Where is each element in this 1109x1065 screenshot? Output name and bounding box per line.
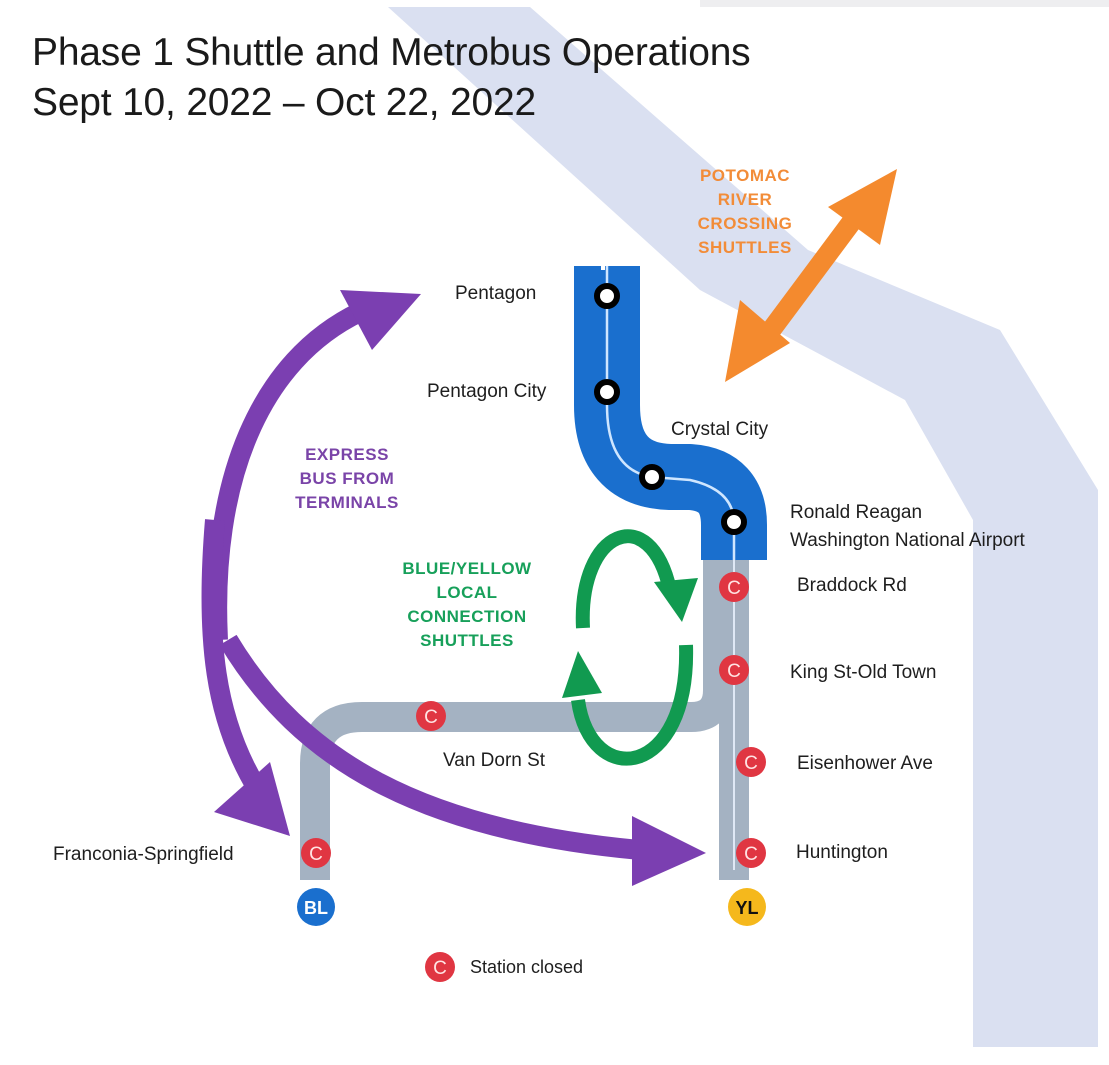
- station-reagan-airport[interactable]: [721, 509, 747, 535]
- callout-line: LOCAL: [436, 583, 498, 602]
- page-title: Phase 1 Shuttle and Metrobus Operations …: [32, 28, 751, 128]
- yellow-line-badge: YL: [728, 888, 766, 926]
- title-line-1: Phase 1 Shuttle and Metrobus Operations: [32, 31, 751, 74]
- top-strip: [700, 0, 1109, 7]
- river-shuttle-arrowhead-ne: [828, 169, 897, 245]
- open-stations: [594, 283, 747, 535]
- closed-glyph: C: [744, 753, 758, 774]
- station-braddock-rd[interactable]: C: [719, 572, 749, 602]
- closed-glyph: C: [744, 844, 758, 865]
- local-shuttle-loop: [562, 529, 698, 766]
- closed-glyph: C: [309, 844, 323, 865]
- potomac-callout: POTOMAC RIVER CROSSING SHUTTLES: [680, 164, 810, 260]
- blue-line-badge: BL: [297, 888, 335, 926]
- express-arrowhead-franconia: [214, 762, 290, 836]
- local-loop-arrowhead-down: [654, 578, 698, 622]
- station-van-dorn-st[interactable]: C: [416, 701, 446, 731]
- label-van-dorn-st: Van Dorn St: [443, 750, 546, 771]
- express-arrowhead-pentagon: [340, 290, 421, 350]
- closed-glyph: C: [424, 707, 438, 728]
- legend-closed-label: Station closed: [470, 957, 584, 977]
- callout-line: TERMINALS: [295, 493, 399, 512]
- label-franconia-springfield: Franconia-Springfield: [53, 844, 234, 865]
- callout-line: SHUTTLES: [698, 238, 792, 257]
- callout-line: SHUTTLES: [420, 631, 514, 650]
- station-eisenhower-ave[interactable]: C: [736, 747, 766, 777]
- express-arrow-to-huntington: [219, 634, 641, 860]
- river-shuttle-shaft: [751, 194, 877, 351]
- callout-line: BUS FROM: [299, 469, 395, 488]
- callout-line: RIVER: [717, 190, 773, 209]
- station-king-st[interactable]: C: [719, 655, 749, 685]
- callout-line: EXPRESS: [305, 445, 389, 464]
- label-reagan-line2: Washington National Airport: [790, 530, 1025, 551]
- closed-glyph: C: [433, 958, 447, 979]
- station-crystal-city[interactable]: [639, 464, 665, 490]
- title-line-2: Sept 10, 2022 – Oct 22, 2022: [32, 81, 536, 124]
- callout-line: CONNECTION: [407, 607, 527, 626]
- blue-line-badge-label: BL: [304, 898, 328, 918]
- label-braddock-rd: Braddock Rd: [797, 575, 907, 596]
- callout-line: POTOMAC: [699, 166, 791, 185]
- potomac-river: [388, 7, 1098, 1047]
- closed-glyph: C: [727, 661, 741, 682]
- label-pentagon-city: Pentagon City: [427, 381, 547, 402]
- label-king-st: King St-Old Town: [790, 662, 937, 683]
- station-pentagon[interactable]: [594, 283, 620, 309]
- label-crystal-city: Crystal City: [671, 419, 769, 440]
- local-shuttle-callout: BLUE/YELLOW LOCAL CONNECTION SHUTTLES: [372, 557, 562, 653]
- callout-line: CROSSING: [697, 214, 793, 233]
- closed-glyph: C: [727, 578, 741, 599]
- river-shuttle-arrowhead-sw: [725, 300, 790, 382]
- express-arrow-to-franconia: [201, 519, 267, 796]
- station-huntington[interactable]: C: [736, 838, 766, 868]
- local-loop-arrowhead-up: [562, 651, 602, 698]
- closed-stations: C C C C C C: [301, 572, 766, 868]
- station-pentagon-city[interactable]: [594, 379, 620, 405]
- local-loop-top: [575, 529, 677, 629]
- callout-line: BLUE/YELLOW: [402, 559, 532, 578]
- express-bus-arrows: [201, 290, 706, 886]
- river-shuttle-arrow: [725, 169, 897, 382]
- station-franconia-springfield[interactable]: C: [301, 838, 331, 868]
- legend-closed-icon: C: [425, 952, 455, 982]
- label-reagan-line1: Ronald Reagan: [790, 502, 923, 523]
- blue-track-notch: [601, 264, 605, 270]
- local-loop-bottom: [571, 644, 694, 766]
- express-arrowhead-huntington: [632, 816, 706, 886]
- label-pentagon: Pentagon: [455, 283, 537, 304]
- label-huntington: Huntington: [796, 842, 888, 863]
- yellow-line-badge-label: YL: [735, 898, 758, 918]
- express-bus-callout: EXPRESS BUS FROM TERMINALS: [272, 443, 422, 515]
- blue-open-track: [574, 266, 767, 560]
- label-eisenhower-ave: Eisenhower Ave: [797, 753, 933, 774]
